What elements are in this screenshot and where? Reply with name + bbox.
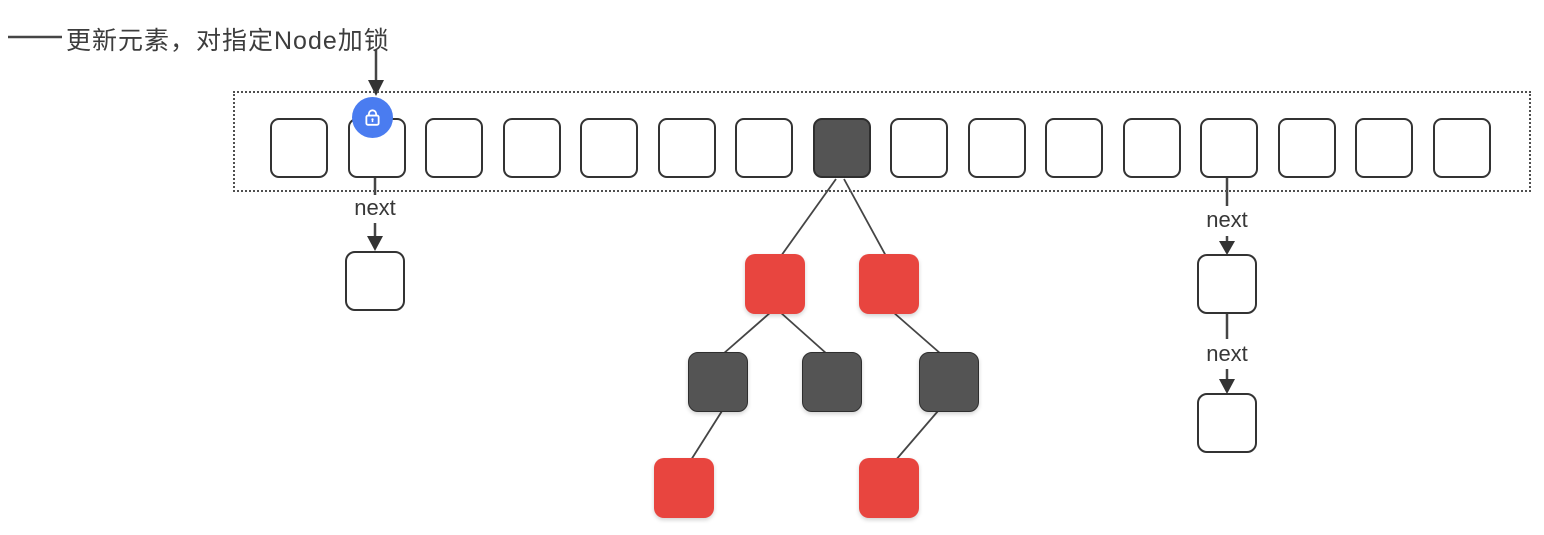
array-bucket-3: [502, 118, 561, 178]
edge-right-left-to-leaf: [894, 410, 939, 462]
edge-left-child-to-left-left: [722, 311, 772, 355]
legend-caption: 更新元素，对指定Node加锁: [66, 27, 390, 55]
tree-node-right-left: [919, 352, 979, 412]
tree-edges: [690, 178, 942, 462]
right-chain-next-arrow-2: [1219, 369, 1235, 394]
right-chain-next-label-1: next: [1206, 207, 1248, 232]
edge-left-left-to-leaf: [690, 410, 723, 461]
array-bucket-7: [812, 118, 871, 178]
array-bucket-4: [580, 118, 638, 178]
right-chain-node-1: [1197, 254, 1257, 314]
left-chain-next-arrow: [367, 223, 383, 251]
array-bucket-5: [657, 118, 716, 178]
edge-right-child-to-right-left: [892, 311, 942, 355]
right-chain-next-label-2: next: [1206, 341, 1248, 366]
right-chain-node-2: [1197, 393, 1257, 453]
array-bucket-12: [1200, 118, 1258, 178]
array-bucket-6: [735, 118, 793, 178]
tree-node-right-left-left: [859, 458, 919, 518]
tree-node-left-left-left: [654, 458, 714, 518]
array-bucket-9: [967, 118, 1026, 178]
tree-node-left-right: [802, 352, 862, 412]
left-chain-node: [345, 251, 405, 311]
tree-node-left-left: [688, 352, 748, 412]
array-bucket-11: [1122, 118, 1181, 178]
array-bucket-8: [890, 118, 948, 178]
array-bucket-14: [1355, 118, 1413, 178]
array-bucket-2: [425, 118, 483, 178]
bucket-array-container: [233, 91, 1531, 192]
left-chain-next-label: next: [354, 195, 396, 220]
lock-icon: [365, 109, 380, 126]
tree-node-right-child: [859, 254, 919, 314]
array-bucket-0: [270, 118, 328, 178]
array-bucket-10: [1045, 118, 1103, 178]
lock-badge: [352, 97, 393, 138]
edge-left-child-to-left-right: [779, 311, 828, 355]
array-bucket-15: [1432, 118, 1491, 178]
array-bucket-13: [1277, 118, 1336, 178]
right-chain-next-arrow-1: [1219, 236, 1235, 255]
tree-node-left-child: [745, 254, 805, 314]
